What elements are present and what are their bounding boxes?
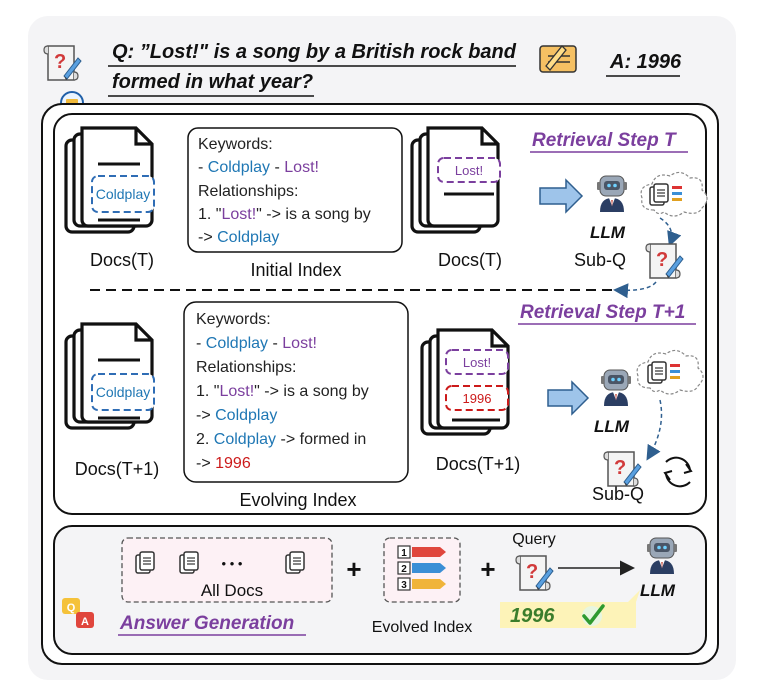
docs-t-label-right: Docs(T) bbox=[438, 250, 502, 270]
docs-t-right-tag: Lost! bbox=[455, 163, 483, 178]
llm-label-t1: LLM bbox=[594, 417, 630, 436]
subq-label-t1: Sub-Q bbox=[592, 484, 644, 504]
arrow-to-llm-t1 bbox=[547, 380, 590, 416]
question-line-2: formed in what year? bbox=[112, 71, 313, 93]
check-icon bbox=[582, 604, 605, 626]
initial-index-label: Initial Index bbox=[250, 260, 341, 280]
relation-2-t1: 2. Coldplay -> formed in bbox=[196, 431, 366, 448]
evolved-index-list-icon bbox=[397, 545, 446, 591]
subq-label-t: Sub-Q bbox=[574, 250, 626, 270]
evolved-index-label: Evolved Index bbox=[372, 619, 473, 636]
retrieval-step-t-title: Retrieval Step T bbox=[532, 130, 677, 151]
result-bubble bbox=[500, 590, 640, 628]
plus-2: + bbox=[480, 554, 495, 584]
docs-t-label-left: Docs(T) bbox=[90, 250, 154, 270]
docs-t1-tag: Coldplay bbox=[96, 384, 150, 400]
svg-text:Q: Q bbox=[67, 602, 76, 614]
list-num-1: 1 bbox=[401, 548, 407, 559]
retrieval-step-t1-title: Retrieval Step T+1 bbox=[520, 302, 685, 323]
docs-t-right-stack bbox=[410, 126, 501, 234]
thought-cloud-t bbox=[640, 171, 708, 217]
llm-label-t: LLM bbox=[590, 223, 626, 242]
all-docs-label: All Docs bbox=[201, 581, 263, 600]
llm-label-answer: LLM bbox=[640, 581, 676, 600]
evolving-index-box bbox=[183, 301, 409, 483]
keywords-title-t1: Keywords: bbox=[196, 311, 271, 328]
relationships-title-t1: Relationships: bbox=[196, 359, 297, 376]
qa-chat-icon: Q A bbox=[62, 598, 94, 628]
keywords-line-t: - Coldplay - Lost! bbox=[198, 159, 319, 176]
docs-t1-stack bbox=[64, 322, 155, 430]
docs-t1-right-tag-2: 1996 bbox=[463, 391, 492, 406]
answer-text: A: 1996 bbox=[609, 51, 682, 73]
relation-1-t1: 1. "Lost!" -> is a song by bbox=[196, 383, 369, 400]
answer-result: 1996 bbox=[510, 605, 555, 627]
initial-index-box bbox=[187, 127, 403, 253]
docs-t1-label-right: Docs(T+1) bbox=[436, 454, 521, 474]
refresh-cycle-icon bbox=[663, 456, 693, 488]
relation-1-t: 1. "Lost!" -> is a song by bbox=[198, 206, 371, 223]
keywords-title-t: Keywords: bbox=[198, 136, 273, 153]
relationships-title-t: Relationships: bbox=[198, 183, 299, 200]
ellipsis-dots: • • • bbox=[222, 556, 243, 571]
answer-generation-title: Answer Generation bbox=[119, 613, 294, 634]
docs-t-stack bbox=[64, 126, 155, 234]
robot-icon-t1 bbox=[600, 369, 632, 407]
arrow-to-llm-t bbox=[539, 178, 584, 214]
relation-2-cont-t1: -> 1996 bbox=[196, 455, 251, 472]
evolving-index-label: Evolving Index bbox=[239, 490, 356, 510]
docs-t1-right-tag-1: Lost! bbox=[463, 355, 491, 370]
list-num-3: 3 bbox=[401, 580, 407, 591]
robot-icon-answer bbox=[646, 537, 678, 575]
query-label: Query bbox=[512, 531, 556, 548]
docs-t-tag: Coldplay bbox=[96, 186, 150, 202]
question-line-1: Q: ”Lost!" is a song by a British rock b… bbox=[112, 41, 517, 63]
svg-text:A: A bbox=[81, 616, 89, 628]
list-num-2: 2 bbox=[401, 564, 407, 575]
docs-t1-right-stack bbox=[420, 328, 510, 436]
keywords-line-t1: - Coldplay - Lost! bbox=[196, 335, 317, 352]
thought-cloud-t1 bbox=[636, 349, 704, 395]
relation-1-cont-t: -> Coldplay bbox=[198, 229, 279, 246]
plus-1: + bbox=[346, 554, 361, 584]
docs-t1-label-left: Docs(T+1) bbox=[75, 459, 160, 479]
all-docs-box bbox=[121, 537, 333, 603]
robot-icon-t bbox=[596, 175, 628, 213]
relation-1-cont-t1: -> Coldplay bbox=[196, 407, 277, 424]
notepad-icon bbox=[539, 45, 577, 73]
